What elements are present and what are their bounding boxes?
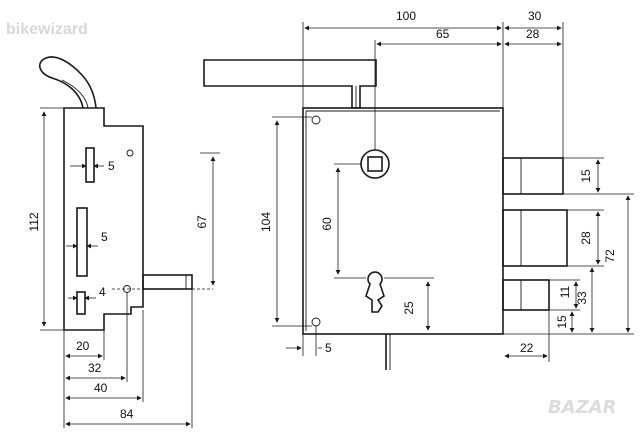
dim-33: 33 (575, 291, 589, 305)
dim-32: 32 (88, 361, 102, 375)
dim-20: 20 (76, 339, 90, 353)
spindle-hub (360, 149, 390, 179)
dim-11: 11 (558, 285, 572, 298)
lower-bolt (502, 279, 550, 311)
spindle-rod (142, 274, 193, 290)
watermark-logo: BAZAR (548, 397, 617, 418)
side-plate (63, 107, 144, 331)
dim-30: 30 (528, 9, 542, 23)
dim-65: 65 (436, 27, 450, 41)
dim-60: 60 (320, 217, 334, 231)
dim-5-top: 5 (108, 159, 115, 173)
keyhole (365, 271, 385, 313)
dim-28-top: 28 (526, 27, 540, 41)
slot-top (85, 147, 95, 183)
dim-25: 25 (402, 301, 416, 315)
lever-handle (203, 59, 377, 109)
watermark-text: bikewizard (6, 21, 88, 38)
dim-4: 4 (99, 285, 106, 299)
dim-67: 67 (195, 215, 209, 229)
dim-112: 112 (27, 212, 41, 231)
dim-72: 72 (603, 249, 617, 263)
cable-hook (39, 56, 97, 109)
slot-bottom (76, 291, 86, 315)
spindle-square (367, 156, 383, 172)
dim-15-bottom: 15 (555, 315, 569, 329)
cable-inner (61, 79, 89, 109)
dim-5-middle: 5 (101, 230, 108, 244)
screw-top (311, 115, 321, 125)
screw-bottom (311, 317, 321, 327)
hole-top (126, 149, 134, 157)
latch-bolt (502, 157, 564, 195)
dim-28-right: 28 (579, 231, 593, 245)
dim-22: 22 (520, 341, 534, 355)
dim-104: 104 (259, 212, 273, 232)
slot-middle (76, 207, 88, 277)
front-view: 104 60 25 5 100 30 65 28 (203, 9, 634, 370)
dead-bolt (502, 209, 568, 267)
dim-40: 40 (94, 381, 108, 395)
dim-84: 84 (120, 407, 134, 421)
dim-15-top: 15 (579, 169, 593, 183)
dim-100: 100 (396, 9, 416, 23)
side-view: 112 5 5 4 67 20 32 40 84 (27, 56, 220, 428)
dim-5-bottom: 5 (325, 341, 332, 355)
